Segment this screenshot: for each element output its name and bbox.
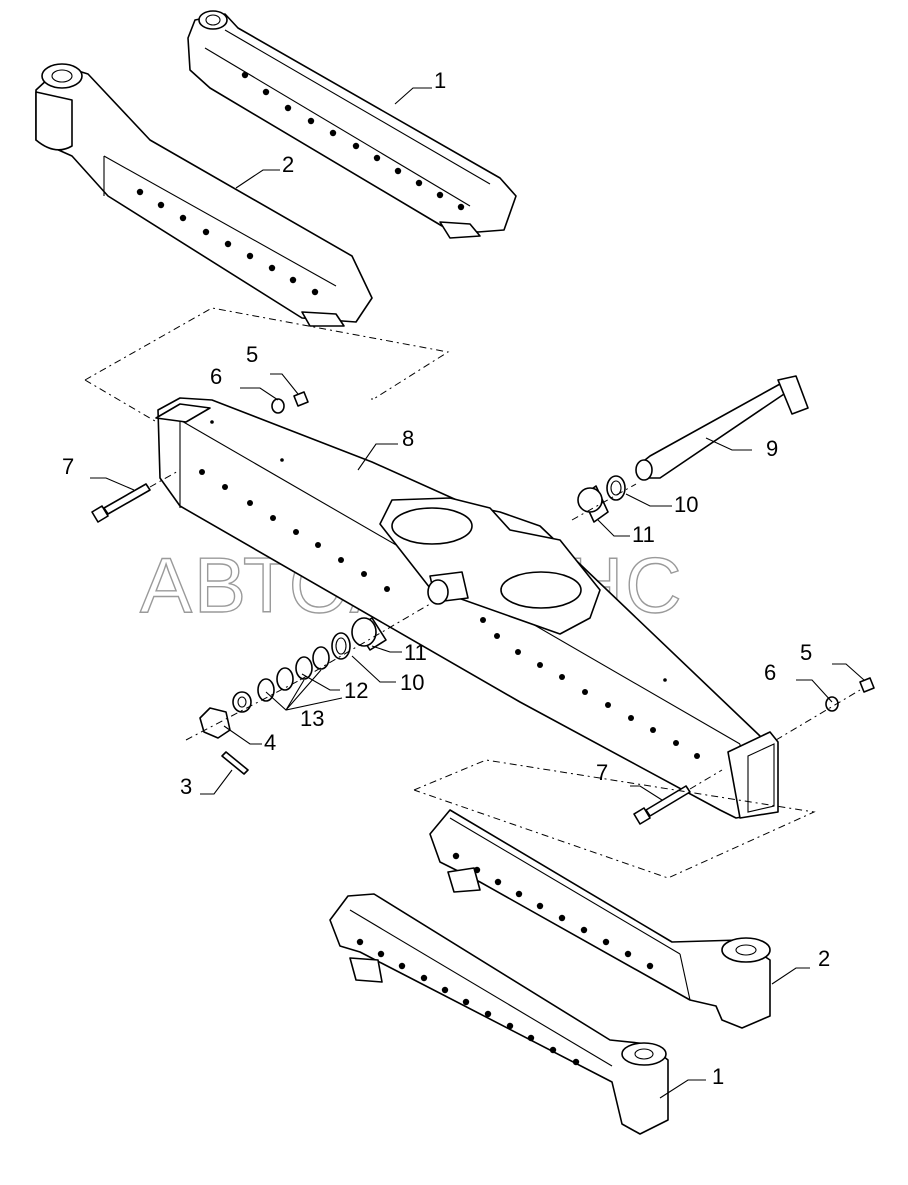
callout-1-bottom: 1 [712, 1064, 724, 1089]
part-2-bottom-arm[interactable] [429, 809, 771, 1029]
leader-lines [90, 87, 865, 1099]
part-5-left-bolt[interactable] [293, 391, 309, 407]
pin-axis-left [185, 603, 431, 741]
callout-4: 4 [264, 730, 276, 755]
callout-6-left: 6 [210, 364, 222, 389]
alignment-box-bottom [413, 759, 816, 879]
callout-2-bottom: 2 [818, 946, 830, 971]
callout-13: 13 [300, 706, 324, 731]
callout-2-top: 2 [282, 152, 294, 177]
part-8-axle-beam[interactable] [155, 397, 779, 819]
part-11-left-bushing[interactable] [351, 617, 387, 651]
part-9-pivot-pin[interactable] [635, 375, 809, 481]
callout-12: 12 [344, 678, 368, 703]
part-1-bottom-arm[interactable] [329, 893, 669, 1135]
callout-11-right: 11 [632, 522, 655, 547]
callout-6-right: 6 [764, 660, 776, 685]
part-7-right-bolt[interactable] [633, 785, 691, 825]
callout-7-right: 7 [596, 760, 608, 785]
callout-11-left: 11 [404, 640, 427, 665]
bolt-7-axis-right [689, 769, 723, 790]
part-4-castle-nut[interactable] [199, 707, 231, 739]
alignment-box-top [84, 307, 450, 425]
callout-3: 3 [180, 774, 192, 799]
callout-7-left: 7 [62, 454, 74, 479]
bolt-7-axis-left [149, 469, 181, 488]
part-11-right-bushing[interactable] [577, 485, 609, 523]
part-6-right-washer[interactable] [825, 696, 839, 712]
pin-axis-right [571, 483, 637, 521]
callout-10-left: 10 [400, 670, 424, 695]
callout-1-top: 1 [434, 68, 446, 93]
part-10-right-washer[interactable] [606, 475, 626, 501]
callout-5-left: 5 [246, 342, 258, 367]
part-10-left-washer[interactable] [331, 632, 351, 660]
part-1-top-arm[interactable] [187, 10, 517, 239]
part-3-split-pin[interactable] [221, 751, 249, 775]
part-6-left-washer[interactable] [271, 398, 285, 414]
bolt-5-axis-right [775, 689, 861, 741]
callouts: 1 2 5 6 7 8 9 10 11 11 10 12 13 4 3 5 6 … [62, 68, 830, 1089]
part-2-top-arm[interactable] [35, 63, 373, 327]
callout-10-right: 10 [674, 492, 698, 517]
part-7-left-bolt[interactable] [91, 483, 151, 523]
part-12-shims[interactable] [257, 646, 330, 702]
callout-9: 9 [766, 436, 778, 461]
callout-5-right: 5 [800, 640, 812, 665]
part-13-thrust-washer[interactable] [232, 691, 252, 713]
callout-8: 8 [402, 426, 414, 451]
part-5-right-bolt[interactable] [859, 677, 875, 693]
